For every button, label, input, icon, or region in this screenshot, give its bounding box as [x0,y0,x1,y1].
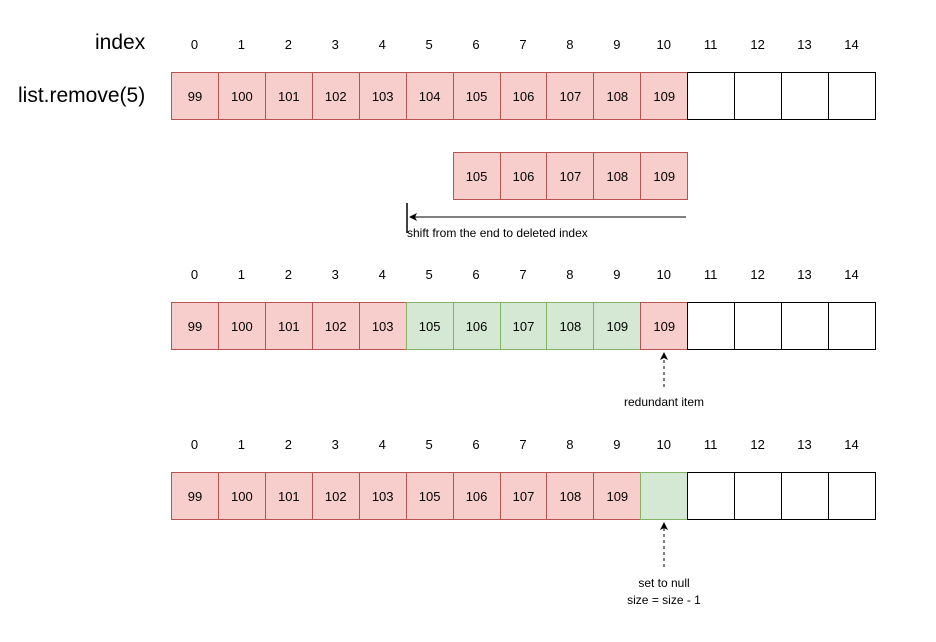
index-number: 6 [472,37,480,52]
index-number: 4 [378,267,386,282]
index-number: 11 [703,437,718,452]
index-number: 5 [425,437,433,452]
index-number: 12 [750,37,765,52]
index-number: 3 [331,267,339,282]
index-number: 3 [331,437,339,452]
index-number: 6 [472,437,480,452]
array-cell: 103 [358,72,407,120]
array-cell [687,72,736,120]
index-number: 2 [284,267,292,282]
array-cell [734,472,783,520]
shifted-cell: 109 [640,152,689,200]
array-cell: 101 [264,72,313,120]
index-number: 12 [750,437,765,452]
index-number: 10 [656,437,671,452]
array-cell: 105 [405,472,454,520]
array-cell [828,302,876,350]
array-cell: 108 [546,302,595,350]
index-number: 13 [797,437,812,452]
array-cell: 107 [546,72,595,120]
index-number: 9 [613,437,621,452]
array-cell: 99 [171,472,219,520]
shifted-cell: 108 [593,152,642,200]
array-cell: 107 [499,302,548,350]
index-number: 9 [613,267,621,282]
index-number: 0 [190,267,199,282]
shift-note: shift from the end to deleted index [407,226,588,240]
array-cell: 99 [171,302,219,350]
array-cell: 106 [452,302,501,350]
index-number: 8 [566,37,574,52]
index-number: 1 [237,37,245,52]
array-cell: 109 [640,72,689,120]
size-note: size = size - 1 [627,593,701,607]
index-number: 4 [378,37,386,52]
array-cell: 100 [217,72,266,120]
index-number: 9 [613,37,621,52]
index-number: 10 [656,37,671,52]
array-cell: 103 [358,302,407,350]
index-number: 11 [703,37,718,52]
array-cell: 99 [171,72,219,120]
index-number: 13 [797,37,812,52]
index-number: 5 [425,267,433,282]
index-number: 0 [190,437,199,452]
index-number: 14 [844,37,859,52]
array-cell: 104 [405,72,454,120]
index-number: 8 [566,437,574,452]
array-cell: 106 [452,472,501,520]
operation-label: list.remove(5) [18,84,146,107]
index-number: 2 [284,437,292,452]
index-label: index [95,31,146,54]
index-number: 11 [703,267,718,282]
index-number: 4 [378,437,386,452]
index-number: 10 [656,267,671,282]
index-number: 1 [237,267,245,282]
array-cell: 105 [452,72,501,120]
array-cell: 100 [217,302,266,350]
array-cell [828,72,876,120]
array-cell: 101 [264,302,313,350]
index-number: 0 [190,37,199,52]
array-cell: 109 [593,472,642,520]
index-number: 14 [844,437,859,452]
index-number: 12 [750,267,765,282]
array-cell: 108 [593,72,642,120]
index-number: 6 [472,267,480,282]
index-number: 8 [566,267,574,282]
set-null-note: set to null [638,576,690,590]
array-cell: 109 [640,302,689,350]
array-cell: 109 [593,302,642,350]
array-cell: 102 [311,472,360,520]
array-cell: 105 [405,302,454,350]
index-number: 3 [331,37,339,52]
array-cell: 108 [546,472,595,520]
index-number: 7 [519,37,527,52]
index-number: 5 [425,37,433,52]
index-number: 7 [519,437,527,452]
index-number: 13 [797,267,812,282]
array-cell: 106 [499,72,548,120]
redundant-note: redundant item [623,395,705,409]
shifted-cell: 107 [546,152,595,200]
array-cell: 100 [217,472,266,520]
array-cell [781,72,829,120]
array-cell: 102 [311,72,360,120]
array-cell [687,302,736,350]
index-number: 14 [844,267,859,282]
index-number: 1 [237,437,245,452]
shifted-cell: 105 [452,152,501,200]
index-number: 7 [519,267,527,282]
array-cell [781,302,829,350]
index-number: 2 [284,37,292,52]
array-cell [828,472,876,520]
